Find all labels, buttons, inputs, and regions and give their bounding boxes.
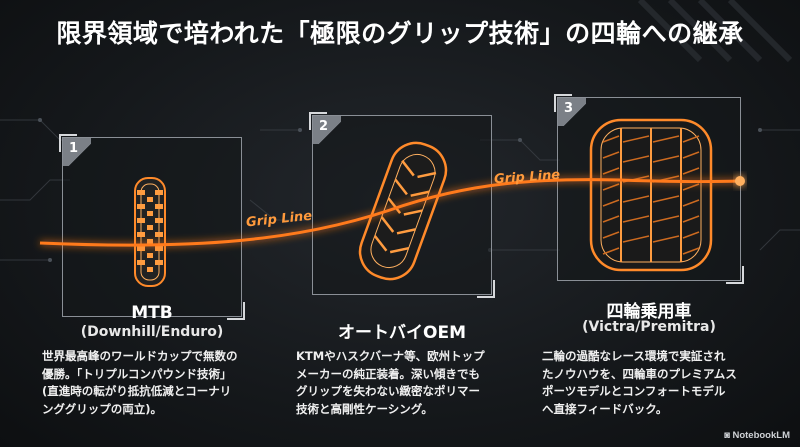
card-2-line: 技術と高剛性ケーシング。	[296, 401, 433, 416]
card-3-line: へ直接フィードバック。	[542, 401, 668, 416]
notebooklm-logo-icon: ◙	[724, 430, 733, 441]
card-1-line: 優勝。「トリプルコンパウンド技術」	[42, 366, 232, 381]
card-1-line: ンググリップの両立)。	[42, 401, 163, 416]
card-2-line: グリップを失わない緻密なポリマー	[296, 384, 480, 398]
card-description-1: 世界最高峰のワールドカップで無数の 優勝。「トリプルコンパウンド技術」 (直進時…	[42, 348, 272, 418]
card-3-line: たノウハウを、四輪車のプレミアムス	[542, 366, 737, 381]
brand-watermark: ◙ NotebookLM	[724, 430, 790, 441]
mtb-tire-icon	[134, 177, 166, 287]
card-subtitle-1: (Downhill/Enduro)	[80, 324, 224, 340]
card-3-line: 二輪の過酷なレース環境で実証され	[542, 349, 726, 363]
motorcycle-tire-icon	[358, 141, 448, 281]
card-frame-1: 1	[59, 134, 245, 320]
card-2-line: メーカーの純正装着。深い傾きでも	[296, 366, 480, 381]
card-number-2: 2	[313, 116, 341, 144]
card-2-line: KTMやハスクバーナ等、欧州トップ	[296, 349, 485, 363]
card-number-1: 1	[63, 138, 91, 166]
card-title-2: オートバイOEM	[338, 323, 466, 343]
card-1-line: (直進時の転がり抵抗低減とコーナリ	[42, 384, 232, 398]
card-title-3: 四輪乗用車	[606, 302, 692, 322]
page-title: 限界領域で培われた「極限のグリップ技術」の四輪への継承	[56, 19, 744, 48]
card-title-1: MTB	[131, 303, 173, 323]
card-1-line: 世界最高峰のワールドカップで無数の	[42, 349, 238, 363]
brand-label: NotebookLM	[732, 430, 790, 441]
card-description-3: 二輪の過酷なレース環境で実証され たノウハウを、四輪車のプレミアムス ポーツモデ…	[542, 348, 778, 418]
card-subtitle-3: (Victra/Premitra)	[582, 319, 716, 335]
card-description-2: KTMやハスクバーナ等、欧州トップ メーカーの純正装着。深い傾きでも グリップを…	[296, 348, 516, 418]
card-number-3: 3	[558, 98, 586, 126]
card-3-line: ポーツモデルとコンフォートモデル	[542, 384, 726, 398]
card-frame-3: 3	[554, 94, 744, 284]
